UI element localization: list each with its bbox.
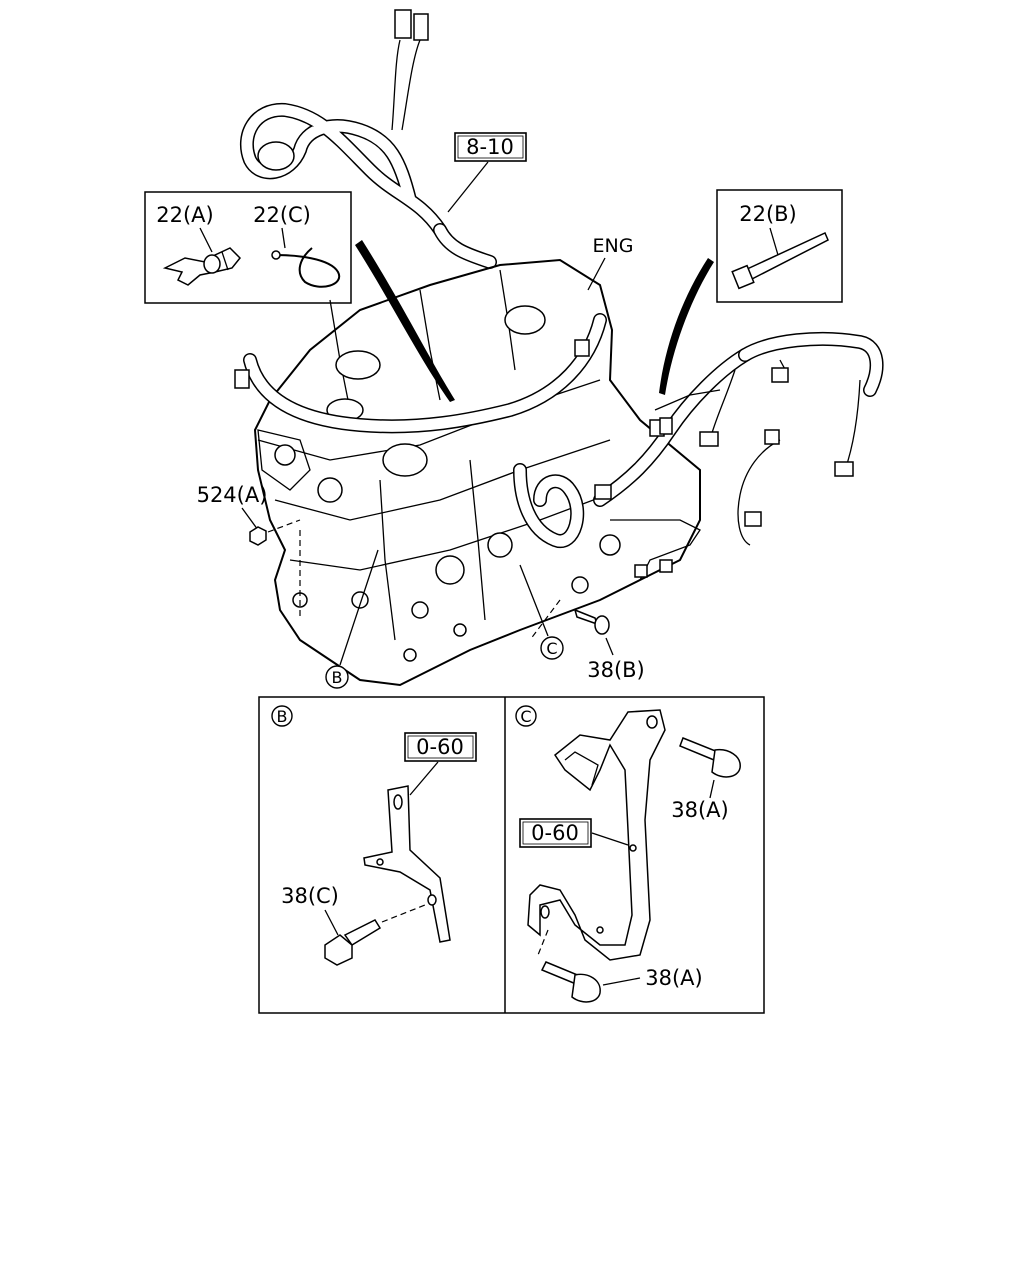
cable-tie-22b-icon bbox=[731, 231, 829, 290]
detail-b-marker: B bbox=[277, 707, 288, 726]
bolt-38b-label: 38(B) bbox=[587, 658, 645, 682]
callout-8-10: 8-10 bbox=[447, 132, 527, 213]
upper-harness bbox=[239, 9, 497, 269]
clip-22c-label: 22(C) bbox=[253, 203, 311, 227]
clip-22a-label: 22(A) bbox=[156, 203, 213, 227]
marker-b-text: B bbox=[332, 668, 343, 687]
nut-524a-label: 524(A) bbox=[197, 483, 268, 507]
bolt-38a-top-icon bbox=[679, 737, 741, 778]
detail-b-ref: 0-60 bbox=[416, 735, 464, 759]
detail-c-marker: C bbox=[520, 707, 531, 726]
eng-label: ENG bbox=[593, 235, 634, 257]
inset-clips-22a-22c: 22(A) 22(C) bbox=[144, 191, 352, 304]
nut-524a-icon bbox=[249, 526, 267, 546]
marker-b: B bbox=[325, 549, 379, 689]
inset-tie-22b: 22(B) bbox=[716, 189, 843, 303]
detail-b: B 0-60 38(C) bbox=[271, 705, 477, 966]
bolt-38b-icon bbox=[573, 608, 610, 635]
detail-c-ref: 0-60 bbox=[531, 821, 579, 845]
clip-22a-icon bbox=[162, 247, 242, 286]
marker-c: C bbox=[519, 564, 564, 660]
detail-b-bolt-label: 38(C) bbox=[281, 884, 339, 908]
engine-block bbox=[253, 258, 701, 687]
bracket-b-icon bbox=[363, 785, 451, 943]
tie-22b-label: 22(B) bbox=[739, 202, 797, 226]
marker-c-text: C bbox=[546, 639, 557, 658]
right-harness bbox=[654, 331, 884, 546]
bracket-c-icon bbox=[527, 709, 666, 961]
leader-wedge-right bbox=[659, 258, 714, 395]
bolt-38c-icon bbox=[324, 919, 382, 966]
detail-c-bolt-top-label: 38(A) bbox=[671, 798, 728, 822]
detail-c: C 38(A) 0-60 38(A) bbox=[515, 705, 741, 1003]
leader-wedge-left bbox=[355, 240, 455, 402]
detail-c-bolt-bottom-label: 38(A) bbox=[645, 966, 702, 990]
clip-22c-icon bbox=[271, 247, 341, 288]
bolt-38a-bottom-icon bbox=[540, 961, 601, 1003]
right-bracket bbox=[610, 519, 701, 581]
ref-8-10-label: 8-10 bbox=[466, 135, 514, 159]
